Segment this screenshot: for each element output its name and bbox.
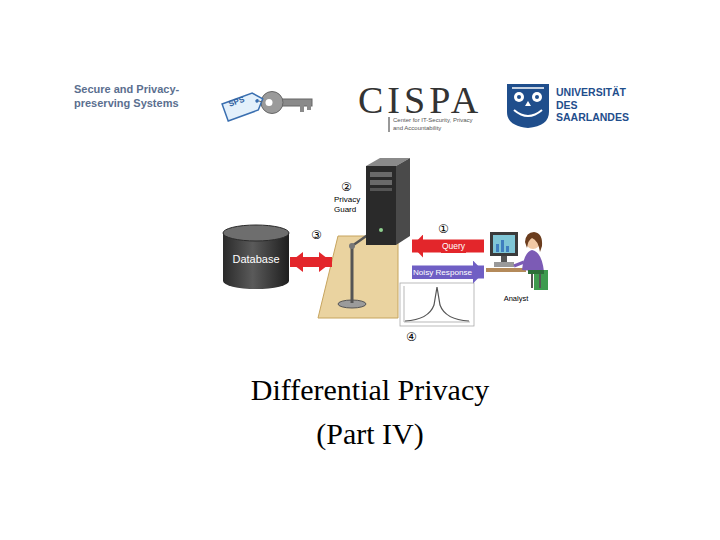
institute-logo-text: CISPA (358, 78, 482, 122)
university-seal (507, 84, 549, 128)
data-access-arrow (290, 257, 332, 267)
callout-number: ③ (311, 228, 322, 242)
node-label: Database (232, 253, 279, 266)
institute-subtitle: Center for IT-Security, Privacy and Acco… (393, 117, 477, 132)
callout-number: ② (341, 180, 352, 194)
callout-number: ④ (406, 330, 417, 344)
edge-label: Noisy Response (412, 266, 473, 279)
university-name: UNIVERSITÄT DES SAARLANDES (556, 86, 634, 124)
callout-number: ① (438, 222, 449, 236)
key-logo (222, 90, 312, 121)
database-cylinder: Database (222, 224, 290, 290)
group-logo-text: Secure and Privacy-preserving Systems (74, 82, 192, 110)
node-label: Analyst (504, 294, 529, 303)
response-arrow (412, 266, 484, 279)
slide-title: Differential Privacy (Part IV) (200, 368, 540, 456)
noise-distribution-plot (400, 283, 474, 326)
node-label: Privacy Guard (334, 195, 366, 214)
server-tower (366, 158, 410, 245)
analyst: Analyst (484, 222, 548, 306)
query-arrow (412, 240, 484, 253)
analyst-figure (486, 232, 548, 290)
privacy-guard: Privacy Guard (332, 158, 412, 300)
edge-label: Query (441, 240, 466, 253)
